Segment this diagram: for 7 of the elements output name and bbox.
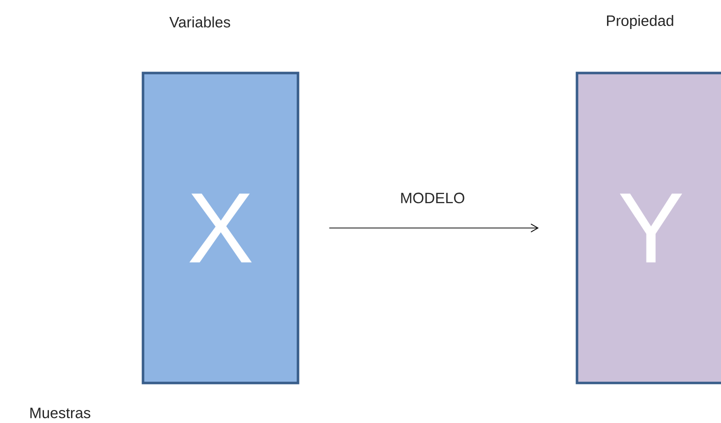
column-heading: Propiedad xyxy=(607,15,674,29)
edge-label: MODELO xyxy=(401,192,464,204)
arrow xyxy=(328,224,539,232)
variable-box: Y xyxy=(576,72,721,384)
column-heading: Variables xyxy=(169,16,230,28)
variable-box: X xyxy=(142,72,300,384)
row-label: Muestras xyxy=(30,408,90,418)
